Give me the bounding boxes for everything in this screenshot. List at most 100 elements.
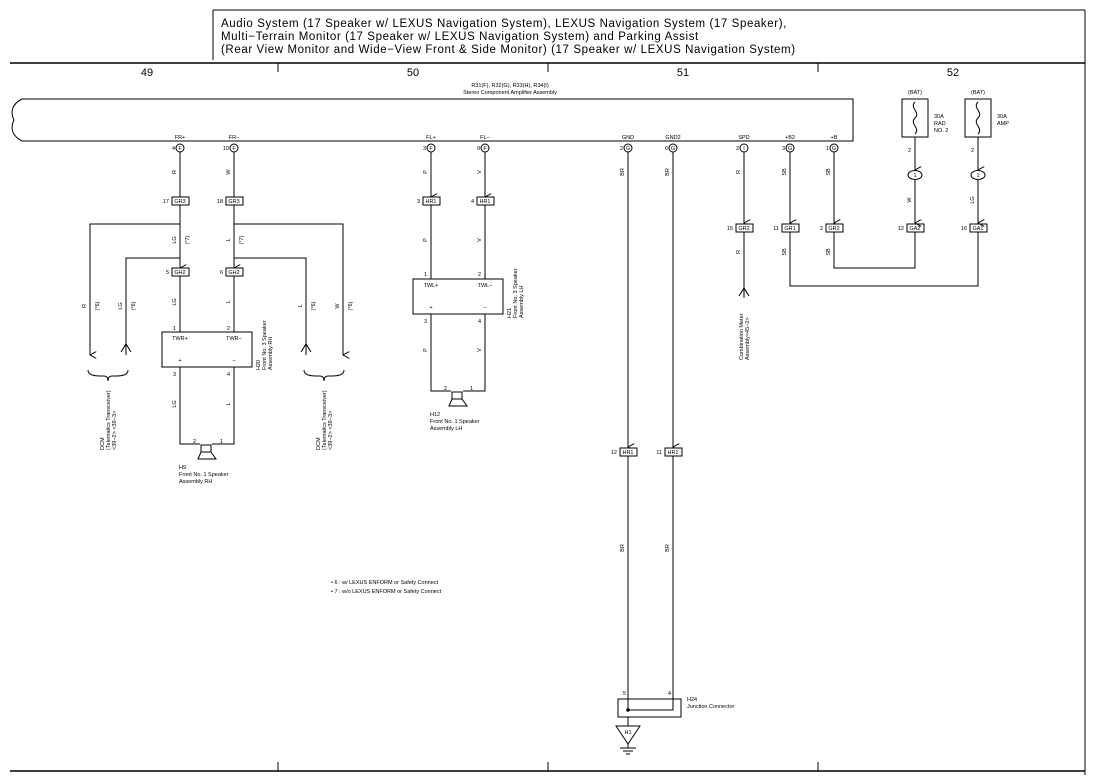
fuse-rating: 30A: [997, 114, 1007, 120]
connector-pin: 3: [417, 199, 420, 205]
connector-pin: 18: [217, 199, 223, 205]
notes: • 6 : w/ LEXUS ENFORM or Safety Connect …: [331, 580, 442, 595]
pin-number: 3: [423, 146, 426, 152]
fuse-amp: (BAT) 30A AMP 2 1 LG: [964, 90, 1009, 223]
wire-color-r: R: [82, 304, 88, 308]
wire-color-r: R: [736, 250, 742, 254]
ground-id: H1: [624, 730, 631, 736]
connector-gr1: GR1: [784, 226, 795, 232]
pin-number: 4: [172, 146, 175, 152]
component-name: Front No. 3 Speaker: [262, 320, 268, 370]
pin-twr-plus: TWR+: [172, 336, 188, 342]
polarity-minus: −: [483, 305, 486, 311]
wire-color-fr-minus: W: [226, 169, 232, 175]
column-49: 49: [141, 67, 153, 79]
connector-hr1: HR1: [425, 199, 436, 205]
connector-letter: F: [429, 146, 433, 152]
wire-color-lg: LG: [970, 196, 976, 203]
wire-note-6: (*6): [131, 301, 137, 310]
amp-pin-fl-minus: 9 F: [477, 143, 490, 153]
pin-label-spd: SPD: [738, 135, 749, 141]
pin-number: 5: [623, 691, 626, 697]
amp-pin-fl-plus: 3 F: [423, 143, 436, 153]
dcm-label-left: DCM (Telematics Transceiver) <39−2> <39−…: [100, 390, 118, 450]
pin-label-fr-plus: FR+: [175, 135, 186, 141]
connector-pin: 11: [773, 226, 779, 232]
pin-number: 1: [424, 272, 427, 278]
title-line-1: Audio System (17 Speaker w/ LEXUS Naviga…: [221, 18, 787, 30]
connector-gr2: GR2: [828, 226, 839, 232]
amp-pin-fr-minus: 10 F: [223, 143, 239, 153]
connector-gh2: GH2: [228, 270, 239, 276]
wire-color-l: L: [226, 402, 232, 405]
amp-pin-gnd2: 6 G: [665, 143, 678, 153]
junction-connector-h24: 5 4 H24 Junction Connector: [617, 691, 735, 718]
wire-color-lg: LG: [118, 302, 124, 309]
column-50: 50: [407, 67, 419, 79]
wire-color-w: W: [335, 303, 341, 309]
amp-pin-spd: 2 I: [736, 143, 749, 153]
wire-color-lg: LG: [172, 400, 178, 407]
connector-hr1: HR1: [622, 450, 633, 456]
speaker-h12: 2 1 H12 Front No. 1 Speaker Assembly LH: [430, 386, 480, 432]
amp-pin-b: 1 G: [826, 143, 839, 153]
pin-label-fl-plus: FL+: [426, 135, 436, 141]
note-7: • 7 : w/o LEXUS ENFORM or Safety Connect: [331, 589, 442, 595]
component-name: Front No. 1 Speaker: [430, 419, 480, 425]
pin-number: 6: [665, 146, 668, 152]
wire-color-fl-plus: P: [423, 170, 429, 174]
pin-label-b: +B: [831, 135, 838, 141]
column-51: 51: [677, 67, 689, 79]
component-name: Assembly RH: [179, 479, 212, 485]
component-name: Junction Connector: [687, 704, 735, 710]
fuse-name: NO. 2: [934, 128, 948, 134]
front-left-speaker-circuit: P V HR1 3 HR1 4 P V 1 2 TWL+ TWL− + − 3 …: [412, 152, 525, 432]
connector-gr2: GR2: [738, 226, 749, 232]
connector-letter: F: [483, 146, 487, 152]
connector-hr1: HR1: [479, 199, 490, 205]
fuse-name: RAD: [934, 121, 946, 127]
polarity-plus: +: [429, 305, 432, 311]
wire-color-sb: SB: [782, 248, 788, 256]
connector-pin: 12: [898, 226, 904, 232]
dcm-name: DCM: [316, 437, 322, 450]
fuse-name: AMP: [997, 121, 1009, 127]
connector-pin: 4: [471, 199, 474, 205]
speaker-h9: 2 1 H9 Front No. 1 Speaker Assembly RH: [179, 439, 229, 485]
diagram-title: Audio System (17 Speaker w/ LEXUS Naviga…: [221, 18, 796, 56]
connector-pin: 6: [220, 270, 223, 276]
component-ref: H12: [430, 412, 440, 418]
pin-number: 4: [227, 372, 230, 378]
dcm-subtitle: (Telematics Transceiver): [106, 390, 112, 450]
connector-letter: G: [671, 146, 675, 152]
wire-color-r: R: [736, 170, 742, 174]
connector-ga1: GA1: [972, 226, 983, 232]
junction-number: 1: [913, 173, 916, 179]
connector-letter: F: [232, 146, 236, 152]
component-ref: H21: [507, 308, 513, 318]
combination-meter-label: Combination Meter Assembly<45−2>: [739, 313, 751, 360]
pin-number: 1: [826, 146, 829, 152]
dcm-pins: <39−2> <39−3>: [112, 411, 118, 450]
wire-color-lg: LG: [172, 236, 178, 243]
wire-note-7: (*7): [185, 235, 191, 244]
wire-color-sb: SB: [826, 248, 832, 256]
title-line-3: (Rear View Monitor and Wide−View Front &…: [221, 44, 796, 56]
connector-pin: 2: [820, 226, 823, 232]
pin-number: 2: [620, 146, 623, 152]
component-name: Front No. 3 Speaker: [513, 268, 519, 318]
title-line-2: Multi−Terrain Monitor (17 Speaker w/ LEX…: [221, 31, 699, 43]
pin-number: 2: [971, 148, 974, 154]
polarity-plus: +: [178, 358, 181, 364]
connector-letter: G: [788, 146, 792, 152]
wire-color-br: BR: [665, 544, 671, 552]
pin-number: 4: [478, 319, 481, 325]
pin-label-fr-minus: FR−: [229, 135, 240, 141]
connector-pin: 17: [163, 199, 169, 205]
wire-note-6: (*6): [95, 301, 101, 310]
wire-color-sb: SB: [782, 168, 788, 176]
amplifier-pins: 4 F 10 F 3 F 9 F 2 G 6 G 2: [172, 143, 839, 153]
connector-gr3: GR3: [174, 199, 185, 205]
connector-gh2: GH2: [174, 270, 185, 276]
wire-note-6: (*6): [311, 301, 317, 310]
